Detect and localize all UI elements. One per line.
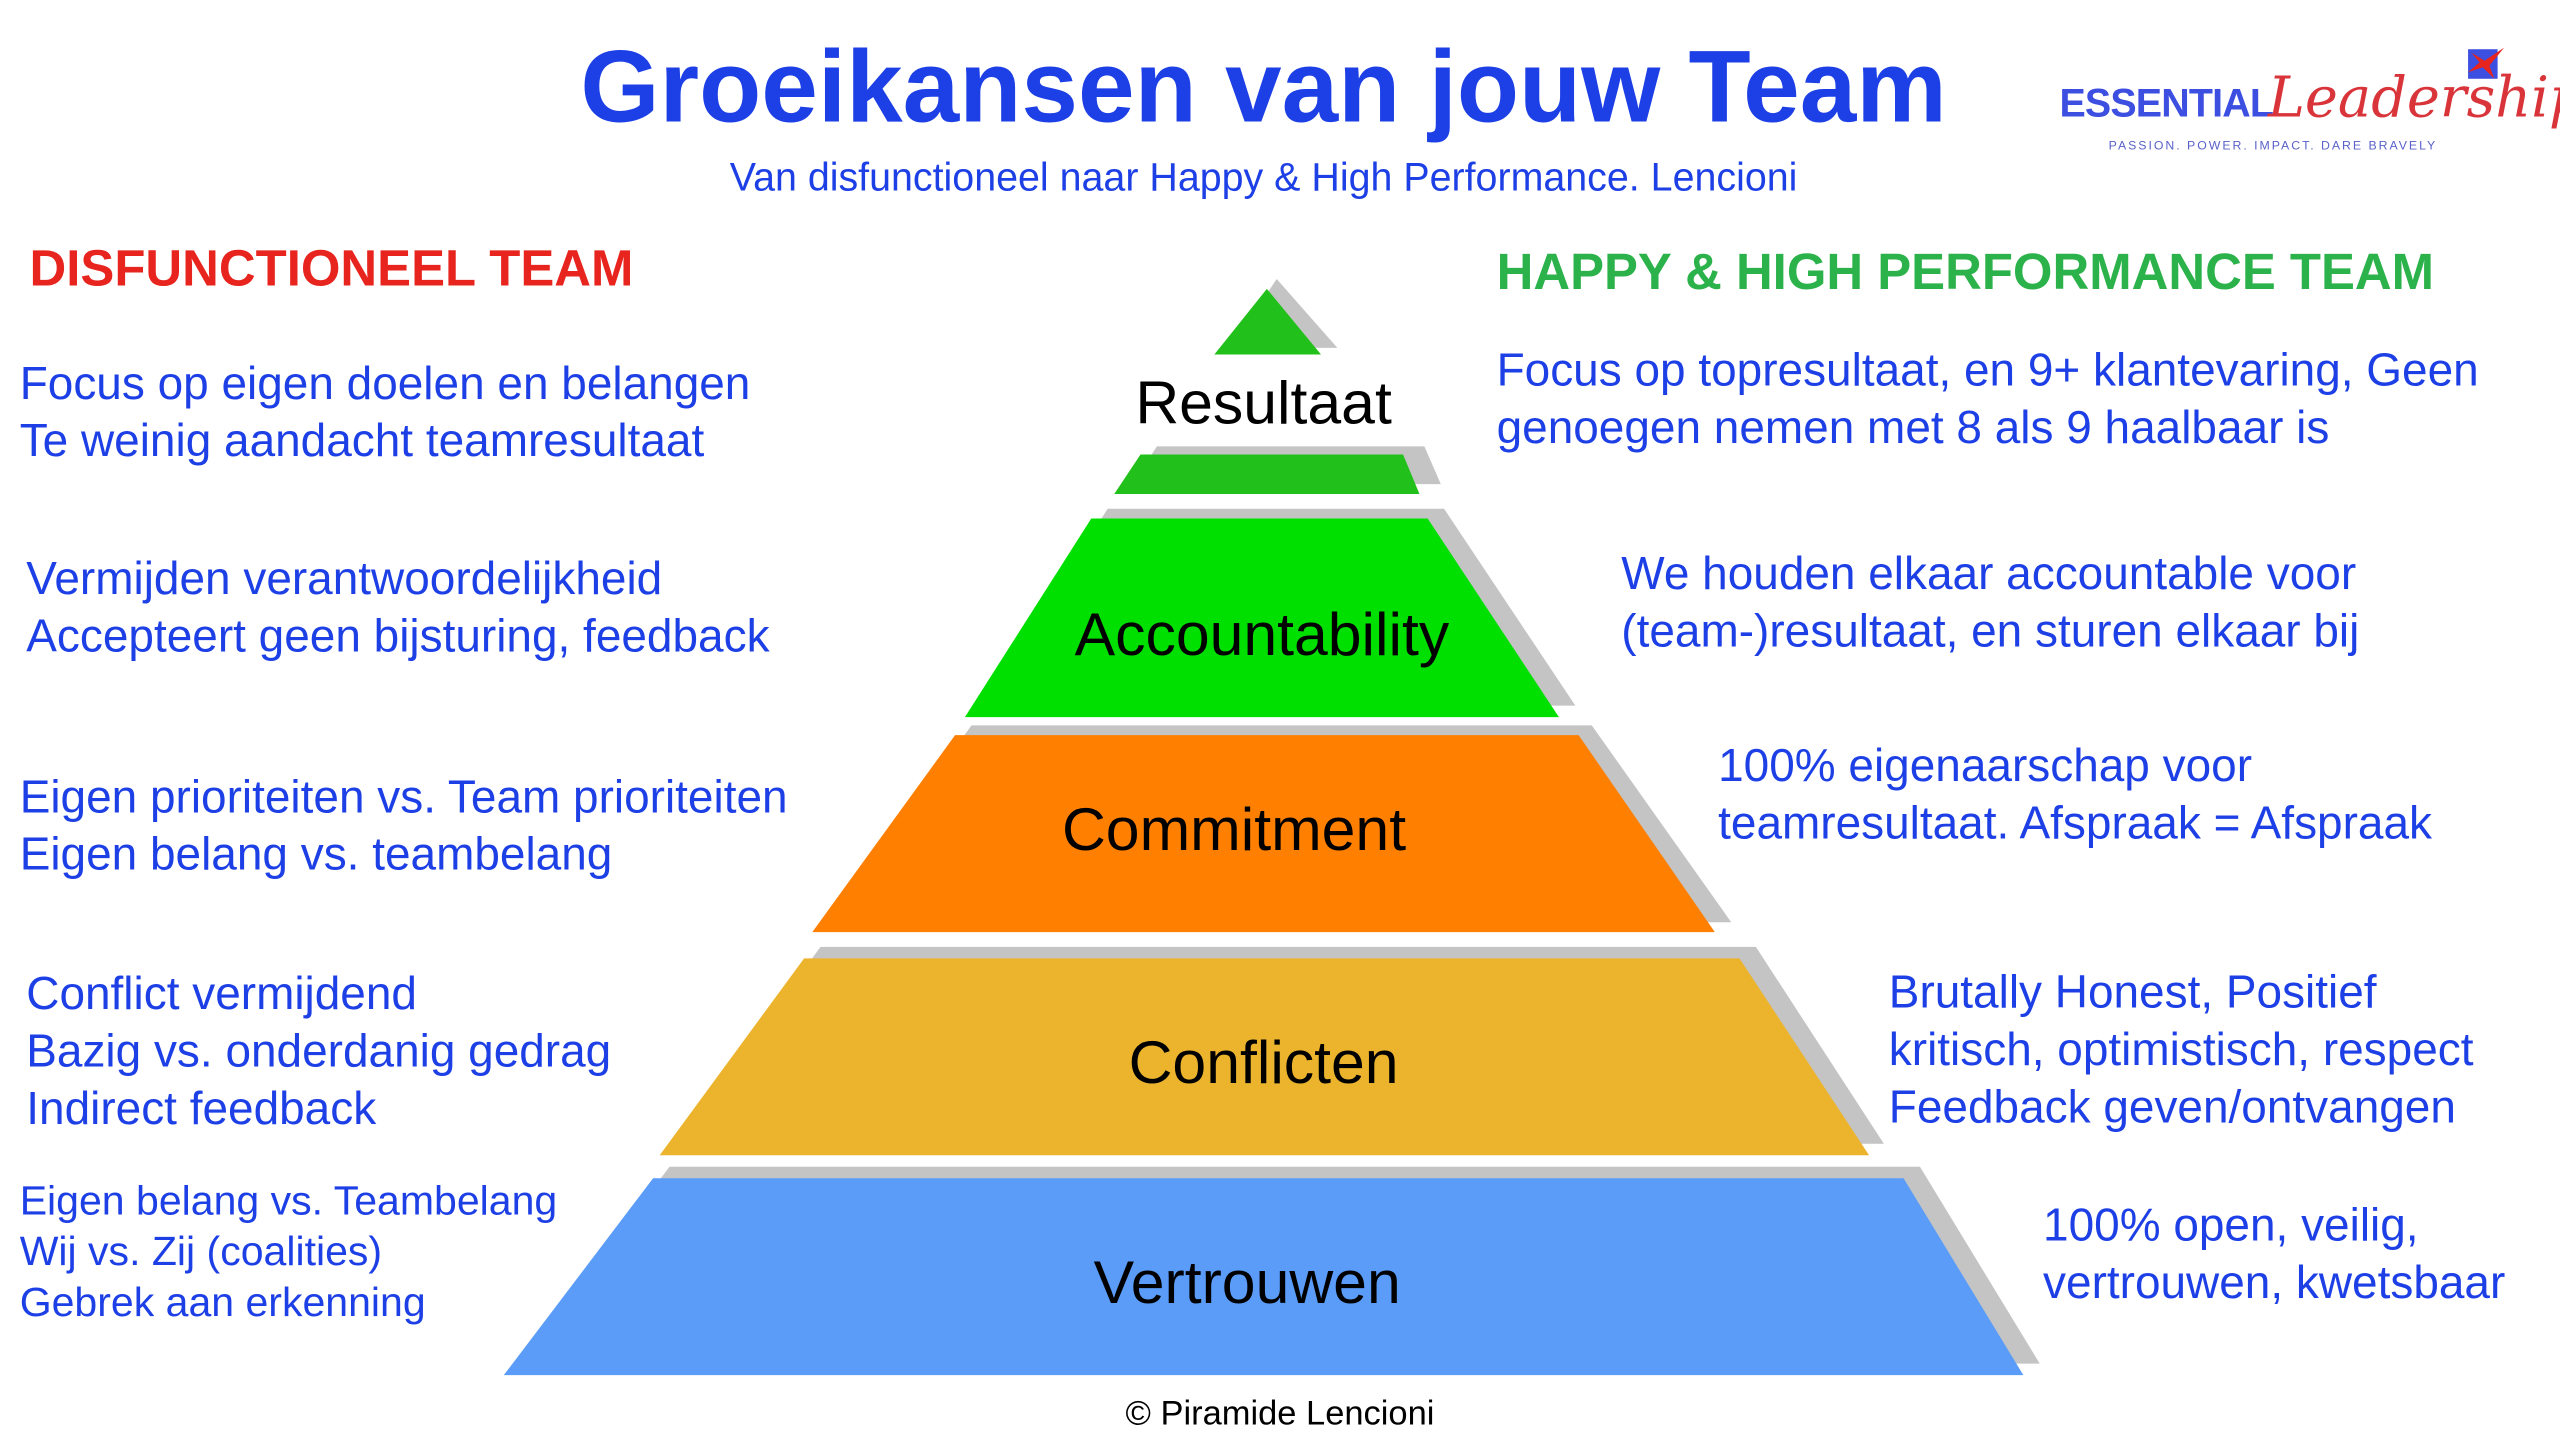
page-title: Groeikansen van jouw Team: [580, 31, 1947, 145]
commitment-layer: [812, 735, 1715, 933]
text-line: 100% open, veilig,: [2043, 1199, 2419, 1251]
dysfunctional-team-heading: DISFUNCTIONEEL TEAM: [29, 239, 634, 298]
essential-leadership-logo: ESSENTIAL Leadership PASSION. POWER. IMP…: [2055, 36, 2560, 167]
high-performance-team-heading: HAPPY & HIGH PERFORMANCE TEAM: [1496, 242, 2435, 301]
text-line: Indirect feedback: [26, 1083, 377, 1134]
left-text-resultaat: Focus op eigen doelen en belangen Te wei…: [20, 354, 751, 469]
text-line: Conflict vermijdend: [26, 968, 417, 1020]
left-text-conflicten: Conflict vermijdend Bazig vs. onderdanig…: [26, 965, 611, 1137]
logo-tagline: PASSION. POWER. IMPACT. DARE BRAVELY: [2108, 137, 2438, 153]
text-line: 100% eigenaarschap voor: [1718, 740, 2253, 791]
text-line: Brutally Honest, Positief: [1888, 966, 2377, 1018]
text-line: We houden elkaar accountable voor: [1621, 548, 2357, 599]
star-logo-icon: [2468, 47, 2505, 79]
text-line: Eigen belang vs. teambelang: [19, 828, 613, 880]
layer-label-accountability: Accountability: [1074, 600, 1450, 668]
text-line: Gebrek aan erkenning: [19, 1279, 426, 1326]
text-line: Accepteert geen bijsturing, feedback: [26, 610, 770, 662]
vertrouwen-layer: [503, 1178, 2024, 1376]
left-text-commitment: Eigen prioriteiten vs. Team prioriteiten…: [20, 768, 788, 883]
layer-label-commitment: Commitment: [1061, 795, 1407, 864]
text-line: teamresultaat. Afspraak = Afspraak: [1718, 797, 2432, 849]
left-text-vertrouwen: Eigen belang vs. Teambelang Wij vs. Zij …: [20, 1177, 558, 1330]
resultaat-apex: [1214, 288, 1322, 355]
text-line: Vermijden verantwoordelijkheid: [26, 553, 663, 604]
layer-label-vertrouwen: Vertrouwen: [1093, 1248, 1401, 1317]
text-line: kritisch, optimistisch, respect: [1888, 1023, 2474, 1075]
text-line: Focus op topresultaat, en 9+ klantevarin…: [1496, 344, 2479, 396]
layer-label-conflicten: Conflicten: [1128, 1028, 1399, 1097]
conflicten-layer: [659, 958, 1870, 1156]
logo-brand: ESSENTIAL: [2059, 82, 2274, 127]
right-text-conflicten: Brutally Honest, Positief kritisch, opti…: [1889, 963, 2474, 1135]
subtitle: Van disfunctioneel naar Happy & High Per…: [729, 155, 1798, 201]
text-line: Bazig vs. onderdanig gedrag: [26, 1025, 612, 1077]
text-line: Focus op eigen doelen en belangen: [19, 357, 751, 409]
left-text-accountability: Vermijden verantwoordelijkheid Accepteer…: [26, 550, 769, 665]
right-text-accountability: We houden elkaar accountable voor (team-…: [1621, 545, 2359, 660]
text-line: (team-)resultaat, en sturen elkaar bij: [1621, 605, 2360, 657]
text-line: Te weinig aandacht teamresultaat: [19, 415, 705, 467]
right-text-commitment: 100% eigenaarschap voor teamresultaat. A…: [1718, 737, 2432, 852]
text-line: genoegen nemen met 8 als 9 haalbaar is: [1496, 402, 2330, 453]
logo-script: Leadership: [2267, 65, 2560, 132]
layer-label-resultaat: Resultaat: [1135, 369, 1392, 437]
copyright: © Piramide Lencioni: [1125, 1394, 1435, 1433]
text-line: Eigen belang vs. Teambelang: [19, 1178, 558, 1225]
accountability-layer: [964, 518, 1559, 718]
text-line: Wij vs. Zij (coalities): [19, 1229, 383, 1276]
right-text-resultaat: Focus op topresultaat, en 9+ klantevarin…: [1497, 341, 2479, 456]
text-line: vertrouwen, kwetsbaar: [2043, 1257, 2506, 1308]
right-text-vertrouwen: 100% open, veilig, vertrouwen, kwetsbaar: [2043, 1196, 2505, 1311]
text-line: Feedback geven/ontvangen: [1888, 1081, 2456, 1133]
text-line: Eigen prioriteiten vs. Team prioriteiten: [19, 771, 788, 823]
resultaat-layer: [1114, 454, 1420, 494]
